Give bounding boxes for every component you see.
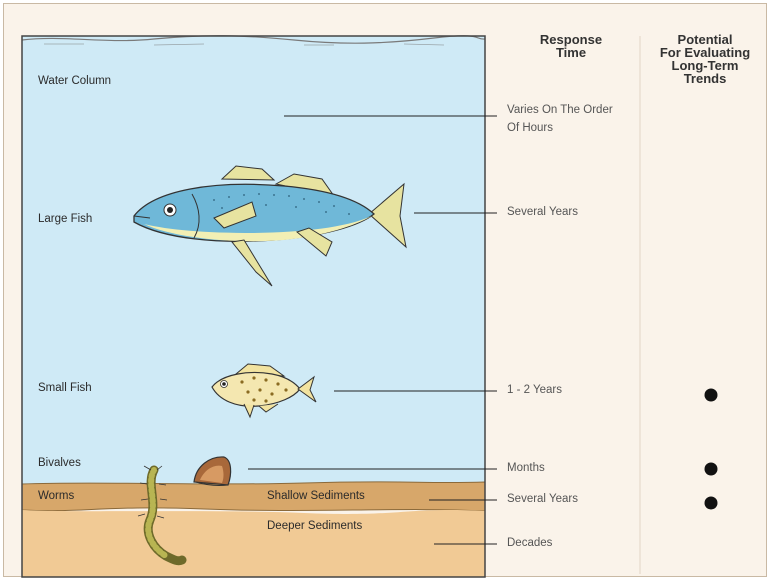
response-water-column-line1: Varies On The Order — [507, 101, 613, 119]
diagram-canvas — [4, 4, 771, 586]
shallow-sediment-band — [22, 482, 485, 511]
header-response-time-line2: Time — [521, 46, 621, 59]
response-water-column: Varies On The Order Of Hours — [507, 101, 613, 137]
trend-dot-bivalves — [705, 463, 718, 476]
header-potential-line4: Trends — [650, 72, 760, 85]
label-worms: Worms — [38, 490, 74, 502]
label-deeper-sediments: Deeper Sediments — [267, 520, 362, 532]
response-large-fish: Several Years — [507, 203, 578, 221]
label-water-column: Water Column — [38, 75, 111, 87]
deeper-sediment-band — [22, 510, 485, 577]
trend-dot-small-fish — [705, 389, 718, 402]
response-shallow-sediments: Several Years — [507, 490, 578, 508]
label-bivalves: Bivalves — [38, 457, 81, 469]
label-large-fish: Large Fish — [38, 213, 92, 225]
header-response-time: Response Time — [521, 33, 621, 59]
response-water-column-line2: Of Hours — [507, 119, 613, 137]
label-shallow-sediments: Shallow Sediments — [267, 490, 365, 502]
response-bivalves: Months — [507, 459, 545, 477]
diagram-frame: Response Time Potential For Evaluating L… — [3, 3, 767, 577]
trend-dot-shallow-sediments — [705, 497, 718, 510]
header-potential-long-term: Potential For Evaluating Long-Term Trend… — [650, 33, 760, 85]
response-small-fish: 1 - 2 Years — [507, 381, 562, 399]
response-deeper-sediments: Decades — [507, 534, 552, 552]
label-small-fish: Small Fish — [38, 382, 92, 394]
